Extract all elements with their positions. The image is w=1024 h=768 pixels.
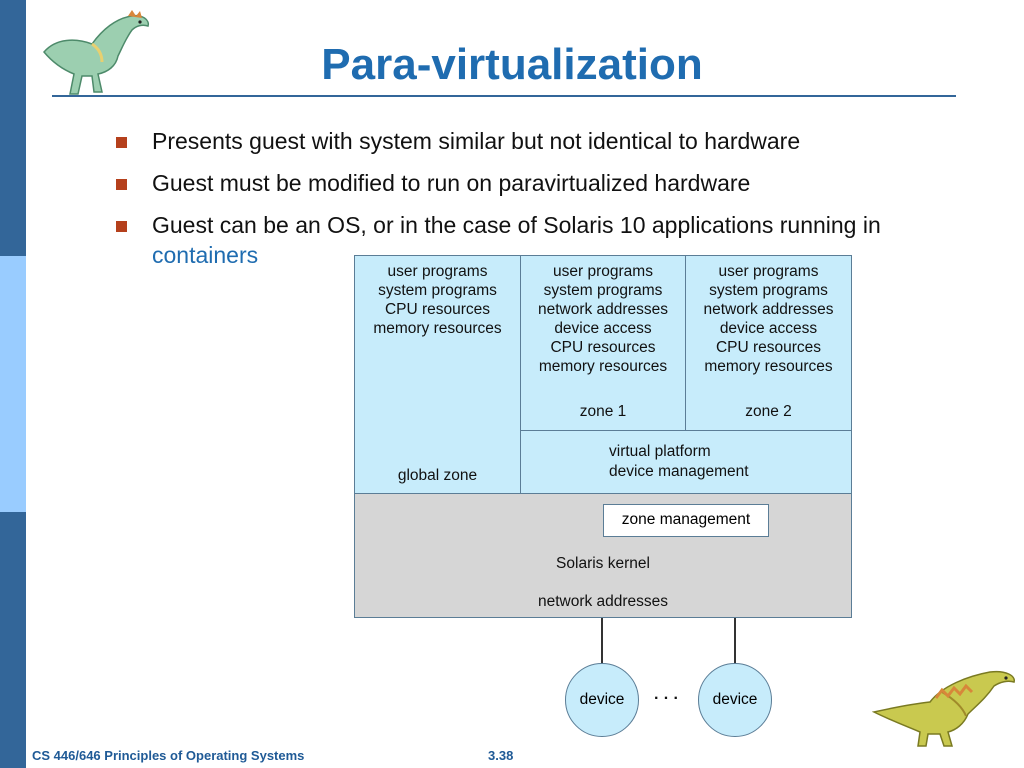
device-management-label: device management	[609, 463, 749, 480]
device-node: device	[698, 663, 772, 737]
resource-line: CPU resources	[550, 339, 656, 356]
resource-line: device access	[554, 320, 652, 337]
kernel-network-addresses-label: network addresses	[537, 593, 669, 610]
bullet-item: Guest must be modified to run on paravir…	[112, 168, 992, 198]
solaris-kernel-label: Solaris kernel	[556, 555, 650, 572]
bullet-text: Guest must be modified to run on paravir…	[152, 170, 751, 196]
sidebar-band-top	[0, 0, 26, 256]
zone2-resources: user programs system programs network ad…	[686, 262, 851, 376]
zone-management-box: zone management	[603, 504, 769, 537]
containers-term: containers	[152, 242, 259, 268]
resource-line: network addresses	[703, 301, 834, 318]
square-bullet-icon	[116, 137, 127, 148]
dinosaur-logo-icon	[43, 10, 150, 95]
square-bullet-icon	[116, 221, 127, 232]
footer-page-number: 3.38	[488, 748, 514, 763]
zone1-label: zone 1	[579, 403, 627, 420]
resource-line: network addresses	[537, 301, 669, 318]
zone1-resources: user programs system programs network ad…	[521, 262, 685, 376]
square-bullet-icon	[116, 179, 127, 190]
dinosaur-footer-icon	[872, 670, 1015, 747]
resource-line: system programs	[378, 282, 497, 299]
resource-line: device access	[719, 320, 818, 337]
global-zone-resources: user programs system programs CPU resour…	[355, 262, 520, 338]
bullet-list: Presents guest with system similar but n…	[112, 126, 992, 282]
zone2-box: user programs system programs network ad…	[685, 255, 852, 431]
sidebar-band-middle	[0, 256, 26, 512]
resource-line: user programs	[387, 263, 488, 280]
resource-line: CPU resources	[384, 301, 491, 318]
resource-line: system programs	[543, 282, 663, 299]
sidebar-band-bottom	[0, 512, 26, 768]
global-zone-label: global zone	[397, 467, 478, 484]
bullet-text: Presents guest with system similar but n…	[152, 128, 801, 154]
resource-line: user programs	[553, 263, 653, 280]
zone1-box: user programs system programs network ad…	[520, 255, 686, 431]
bullet-item: Guest can be an OS, or in the case of So…	[112, 210, 992, 270]
device-wire	[734, 618, 736, 664]
virtual-platform-box: virtual platform device management	[520, 430, 852, 494]
resource-line: memory resources	[538, 358, 668, 375]
device-node: device	[565, 663, 639, 737]
resource-line: memory resources	[704, 358, 833, 375]
resource-line: CPU resources	[715, 339, 822, 356]
global-zone-box: user programs system programs CPU resour…	[354, 255, 521, 494]
resource-line: system programs	[709, 282, 828, 299]
footer-course: CS 446/646 Principles of Operating Syste…	[32, 748, 305, 763]
title-divider	[52, 95, 956, 97]
bullet-item: Presents guest with system similar but n…	[112, 126, 992, 156]
device-wire	[601, 618, 603, 664]
resource-line: user programs	[718, 263, 819, 280]
bullet-text: Guest can be an OS, or in the case of So…	[152, 212, 881, 238]
device-ellipsis: · · ·	[654, 690, 679, 707]
virtual-platform-label: virtual platform	[609, 443, 711, 460]
page-title: Para-virtualization	[321, 40, 703, 89]
resource-line: memory resources	[373, 320, 502, 337]
solaris-kernel-box: zone management Solaris kernel network a…	[354, 493, 852, 618]
zone2-label: zone 2	[745, 403, 792, 420]
